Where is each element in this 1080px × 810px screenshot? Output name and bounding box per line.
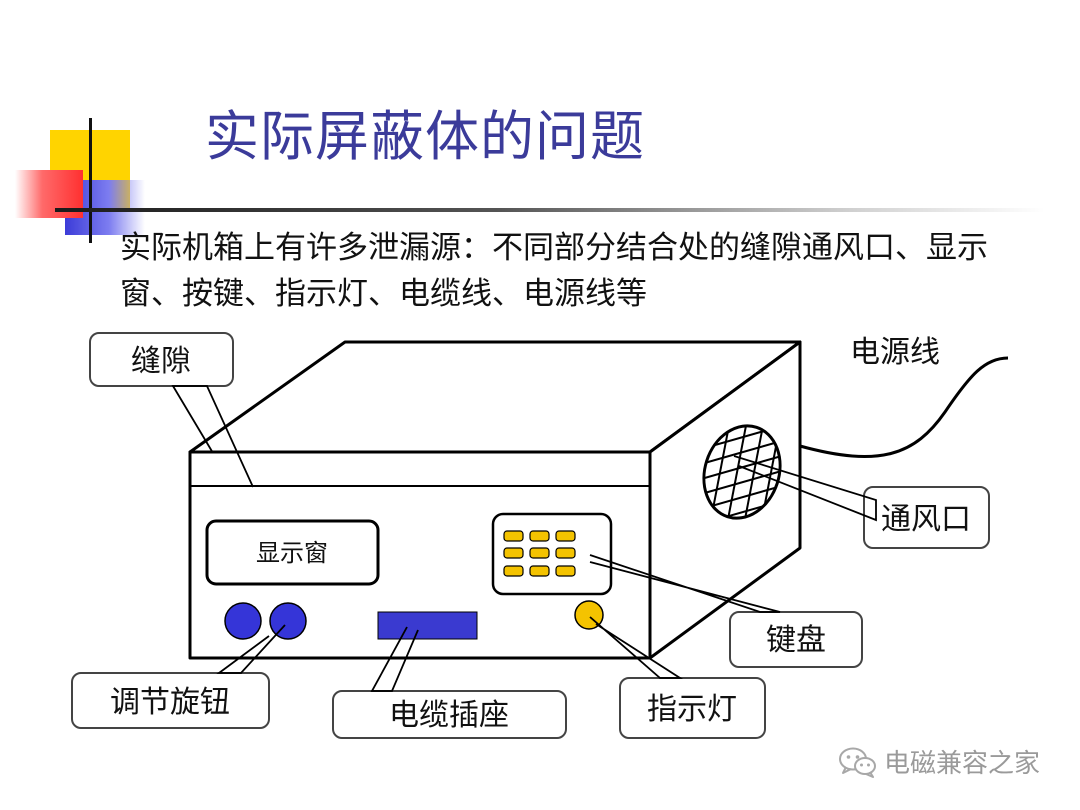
callout-vent-box (863, 486, 990, 549)
watermark: 电磁兼容之家 (838, 743, 1040, 780)
callout-knobs-box (71, 672, 270, 729)
cable-socket (377, 611, 478, 640)
key (529, 530, 550, 542)
leader-vent (733, 455, 877, 522)
leader-keypad (589, 554, 781, 613)
key (503, 547, 524, 559)
callout-keypad-label: 键盘 (766, 623, 826, 658)
wechat-icon (839, 747, 876, 778)
deco-vertical-line (89, 118, 92, 243)
callout-keypad-box (729, 611, 863, 668)
key (555, 530, 576, 542)
leader-cable-socket (370, 626, 419, 692)
callout-power-cord-label: 电源线 (850, 335, 940, 370)
callout-cable-socket-label: 电缆插座 (389, 698, 509, 733)
key (555, 547, 576, 559)
callout-vent-label: 通风口 (881, 502, 971, 537)
callout-gap-label: 缝隙 (131, 344, 191, 379)
intro-text: 实际机箱上有许多泄漏源：不同部分结合处的缝隙通风口、显示窗、按键、指示灯、电缆线… (120, 230, 988, 312)
display-window (205, 519, 380, 586)
keypad-keys (503, 530, 576, 577)
key (503, 530, 524, 542)
key (555, 565, 576, 577)
callout-knobs-label: 调节旋钮 (110, 685, 230, 720)
key (529, 565, 550, 577)
display-window-label: 显示窗 (256, 539, 328, 567)
callout-gap-box (89, 332, 234, 387)
watermark-text: 电磁兼容之家 (884, 749, 1041, 779)
knob-right (269, 602, 307, 640)
callout-indicator-label: 指示灯 (647, 692, 737, 727)
knob-left (224, 602, 262, 640)
keypad (491, 512, 613, 596)
key (529, 547, 550, 559)
callout-indicator-box (619, 677, 766, 739)
leader-gap (171, 385, 254, 488)
power-cord (799, 356, 1009, 458)
callout-cable-socket-box (332, 690, 567, 739)
slide-title: 实际屏蔽体的问题 (205, 105, 645, 168)
leader-knobs (216, 624, 286, 674)
key (503, 565, 524, 577)
leader-indicator (589, 616, 684, 679)
title-rule (55, 208, 1045, 212)
